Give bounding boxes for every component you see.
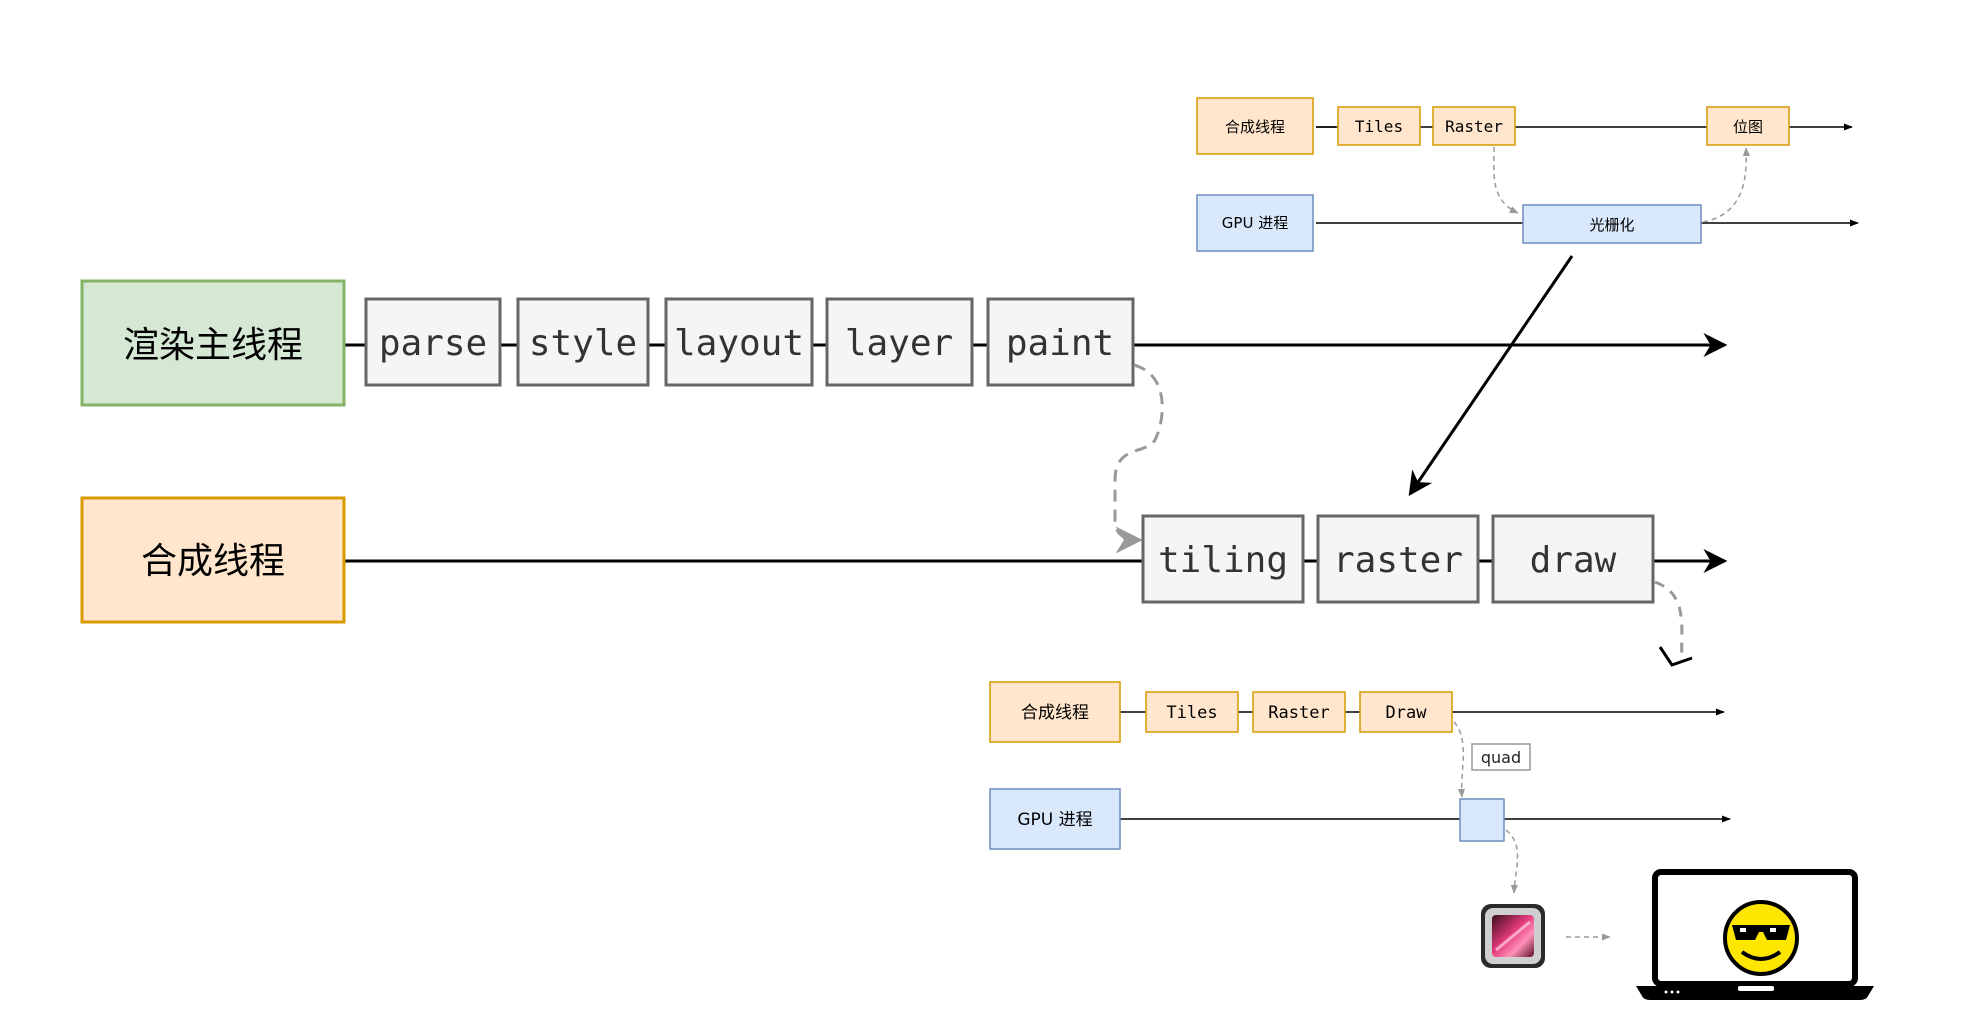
paint-to-tiling-dashed-arrow bbox=[1113, 363, 1164, 554]
bottom-step-label: Raster bbox=[1268, 703, 1329, 723]
main-step-paint: paint bbox=[986, 297, 1135, 387]
top-raster-gpu-box bbox=[1522, 204, 1702, 244]
main-step-label: style bbox=[529, 323, 637, 364]
cool-smiley-icon bbox=[1723, 900, 1799, 976]
quad-label: quad bbox=[1481, 748, 1521, 767]
top-gpu-to-bitmap-dashed-arrow bbox=[1702, 147, 1751, 223]
compositor-step-tiling: tiling bbox=[1141, 514, 1305, 604]
main-thread-label: 渲染主线程 bbox=[123, 325, 303, 366]
main-step-parse: parse bbox=[364, 297, 502, 387]
laptop-icon bbox=[1636, 869, 1874, 1000]
bottom-gpu-box bbox=[989, 788, 1121, 850]
compositor-step-draw: draw bbox=[1491, 514, 1655, 604]
main-step-label: layout bbox=[674, 323, 804, 364]
draw-to-gpu-dashed-arrow bbox=[1453, 721, 1465, 798]
bottom-detail-diagram: 合成线程 Tiles Raster Draw GPU 进程 quad bbox=[989, 681, 1874, 1000]
gpu-chip-icon bbox=[1481, 904, 1545, 968]
main-thread-row: 渲染主线程 parse style layout layer paint bbox=[80, 279, 1728, 407]
main-thread-box bbox=[80, 279, 346, 407]
compositor-step-label: tiling bbox=[1158, 540, 1288, 581]
bottom-step-raster bbox=[1252, 691, 1346, 733]
top-compositor-label: 合成线程 bbox=[1225, 118, 1285, 136]
top-gpu-box bbox=[1196, 194, 1314, 252]
top-bitmap-box bbox=[1706, 106, 1790, 146]
top-detail-diagram: 合成线程 Tiles Raster 位图 GPU 进程 光栅化 bbox=[1196, 97, 1859, 252]
compositor-step-raster: raster bbox=[1316, 514, 1480, 604]
top-step-tiles bbox=[1337, 106, 1421, 146]
bottom-step-tiles bbox=[1145, 691, 1239, 733]
main-step-layout: layout bbox=[664, 297, 814, 387]
bottom-gpu-quad-box bbox=[1459, 798, 1505, 842]
compositor-thread-row: 合成线程 tiling raster draw bbox=[80, 496, 1728, 624]
bottom-step-label: Draw bbox=[1386, 703, 1428, 723]
bottom-compositor-label: 合成线程 bbox=[1021, 703, 1089, 723]
top-raster-to-gpu-dashed-arrow bbox=[1493, 146, 1519, 214]
bottom-step-draw bbox=[1359, 691, 1453, 733]
bottom-compositor-box bbox=[989, 681, 1121, 743]
top-step-raster bbox=[1432, 106, 1516, 146]
top-gpu-label: GPU 进程 bbox=[1222, 214, 1288, 232]
top-step-label: Raster bbox=[1445, 117, 1503, 136]
compositor-step-label: raster bbox=[1333, 540, 1463, 581]
raster-zoom-arrow bbox=[1408, 255, 1574, 496]
top-bitmap-label: 位图 bbox=[1733, 118, 1763, 136]
draw-down-dashed-curve bbox=[1654, 580, 1684, 661]
main-step-label: paint bbox=[1006, 323, 1114, 364]
top-compositor-box bbox=[1196, 97, 1314, 155]
compositor-thread-label: 合成线程 bbox=[141, 541, 285, 582]
bottom-step-label: Tiles bbox=[1166, 703, 1217, 723]
compositor-step-label: draw bbox=[1530, 540, 1617, 581]
bottom-gpu-label: GPU 进程 bbox=[1017, 810, 1092, 830]
main-step-style: style bbox=[516, 297, 650, 387]
top-raster-gpu-label: 光栅化 bbox=[1589, 216, 1634, 234]
quad-label-box bbox=[1471, 743, 1531, 771]
main-step-layer: layer bbox=[825, 297, 974, 387]
handdrawn-arrow-tip bbox=[1658, 646, 1693, 667]
main-step-label: parse bbox=[379, 323, 487, 364]
main-step-label: layer bbox=[845, 323, 953, 364]
gpu-to-chip-dashed-arrow bbox=[1505, 829, 1519, 894]
compositor-thread-box bbox=[80, 496, 346, 624]
top-step-label: Tiles bbox=[1355, 117, 1403, 136]
